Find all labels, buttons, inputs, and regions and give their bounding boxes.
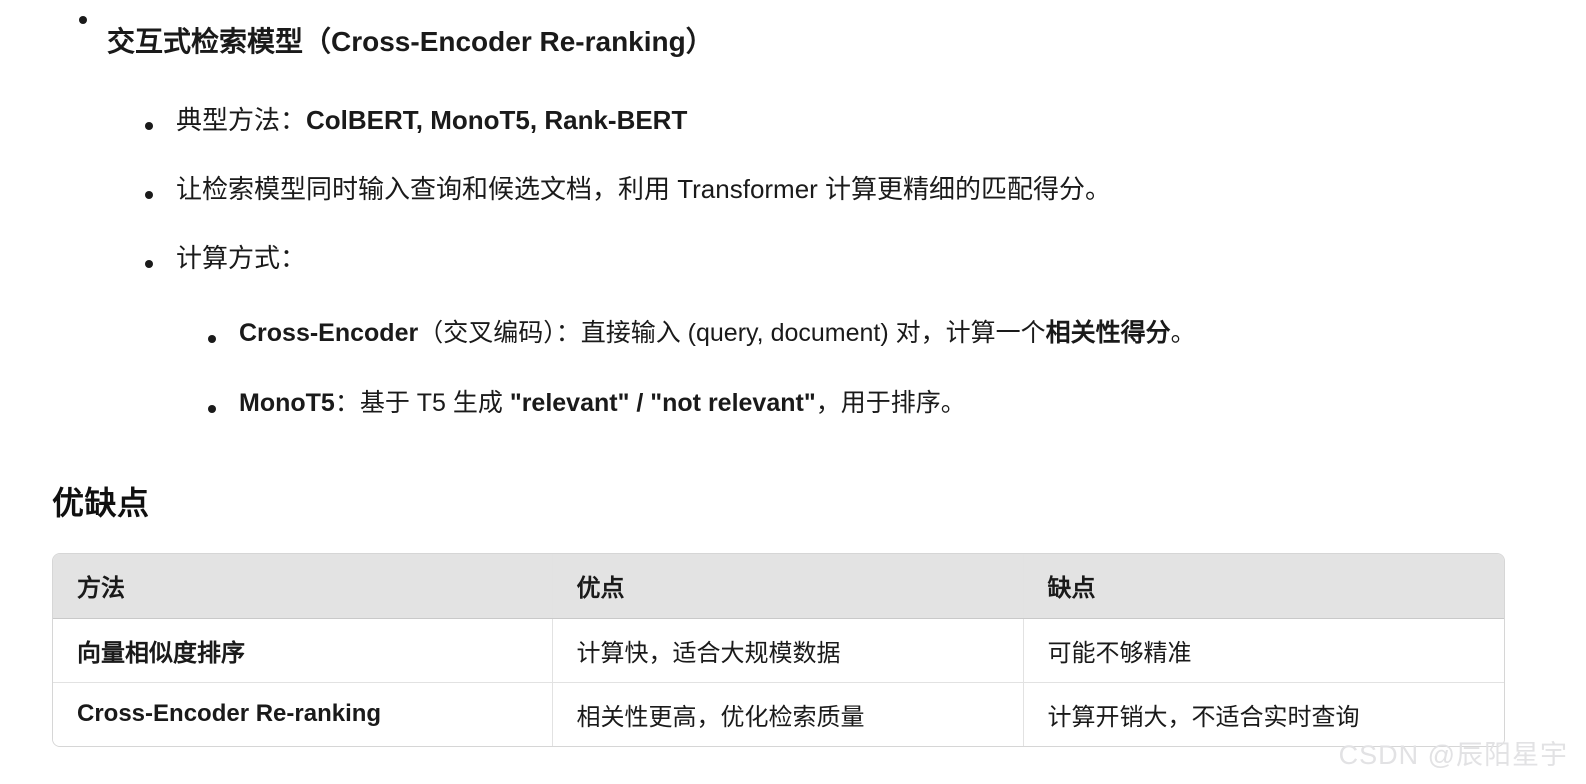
cell-advantage: 计算快，适合大规模数据 — [551, 618, 1023, 682]
outline-item-text: 交互式检索模型（Cross-Encoder Re-ranking） — [107, 28, 714, 56]
comparison-table-container: 方法 优点 缺点 向量相似度排序 计算快，适合大规模数据 可能不够精准 Cros… — [52, 553, 1505, 747]
table-head: 方法 优点 缺点 — [53, 554, 1504, 619]
comparison-table: 方法 优点 缺点 向量相似度排序 计算快，适合大规模数据 可能不够精准 Cros… — [53, 554, 1504, 746]
outline-segment: （交叉编码）：直接输入 (query, document) 对，计算一个 — [418, 319, 1046, 347]
outline-segment: 让检索模型同时输入查询和候选文档，利用 Transformer 计算更精细的匹配… — [176, 174, 1112, 204]
cell-method: 向量相似度排序 — [53, 618, 552, 682]
cell-disadvantage: 可能不够精准 — [1022, 618, 1504, 682]
outline-segment: "relevant" / "not relevant" — [509, 389, 816, 417]
outline-segment: 交互式检索模型（Cross-Encoder Re-ranking） — [107, 26, 714, 57]
outline-segment: 。 — [1170, 319, 1196, 347]
outline-item-level2: 让检索模型同时输入查询和候选文档，利用 Transformer 计算更精细的匹配… — [0, 176, 1111, 216]
cell-disadvantage: 计算开销大，不适合实时查询 — [1022, 681, 1504, 746]
table-row: Cross-Encoder Re-ranking 相关性更高，优化检索质量 计算… — [53, 681, 1504, 746]
watermark: CSDN @辰阳星宇 — [1338, 740, 1568, 770]
outline-segment: 相关性得分 — [1045, 319, 1171, 347]
outline-segment: MonoT5 — [239, 389, 335, 417]
outline-item-text: Cross-Encoder（交叉编码）：直接输入 (query, documen… — [239, 321, 1196, 346]
table-body: 向量相似度排序 计算快，适合大规模数据 可能不够精准 Cross-Encoder… — [53, 618, 1504, 746]
outline-segment: 典型方法： — [176, 105, 307, 135]
outline-segment: 计算方式： — [176, 243, 307, 273]
bullet-dot-icon — [208, 405, 216, 413]
cell-method: Cross-Encoder Re-ranking — [53, 681, 552, 746]
outline-segment: ，用于排序。 — [815, 389, 966, 417]
bullet-dot-icon — [145, 122, 153, 130]
outline-item-text: 计算方式： — [176, 245, 306, 271]
table-header-row: 方法 优点 缺点 — [53, 554, 1504, 619]
outline-segment: Cross-Encoder — [239, 319, 419, 347]
outline-item-text: 让检索模型同时输入查询和候选文档，利用 Transformer 计算更精细的匹配… — [176, 176, 1111, 202]
outline-item-text: 典型方法：ColBERT, MonoT5, Rank-BERT — [176, 107, 687, 133]
column-header-disadvantages: 缺点 — [1022, 554, 1504, 619]
bullet-dot-icon — [145, 260, 153, 268]
outline-item-level3: MonoT5：基于 T5 生成 "relevant" / "not releva… — [0, 391, 966, 431]
bullet-dot-icon — [208, 335, 216, 343]
bullet-dot-icon — [145, 191, 153, 199]
outline-item-level3: Cross-Encoder（交叉编码）：直接输入 (query, documen… — [0, 321, 1196, 361]
outline-segment: ColBERT, MonoT5, Rank-BERT — [306, 105, 688, 135]
outline-item-text: MonoT5：基于 T5 生成 "relevant" / "not releva… — [239, 391, 966, 416]
outline-segment: ：基于 T5 生成 — [334, 389, 510, 417]
bullet-dot-icon — [79, 16, 87, 24]
outline-item-level2: 典型方法：ColBERT, MonoT5, Rank-BERT — [0, 107, 687, 147]
cell-advantage: 相关性更高，优化检索质量 — [551, 681, 1023, 746]
section-heading: 优缺点 — [52, 485, 150, 521]
outline-item-level2: 计算方式： — [0, 245, 306, 285]
table-row: 向量相似度排序 计算快，适合大规模数据 可能不够精准 — [53, 618, 1504, 682]
column-header-advantages: 优点 — [551, 554, 1023, 619]
column-header-method: 方法 — [53, 554, 552, 619]
